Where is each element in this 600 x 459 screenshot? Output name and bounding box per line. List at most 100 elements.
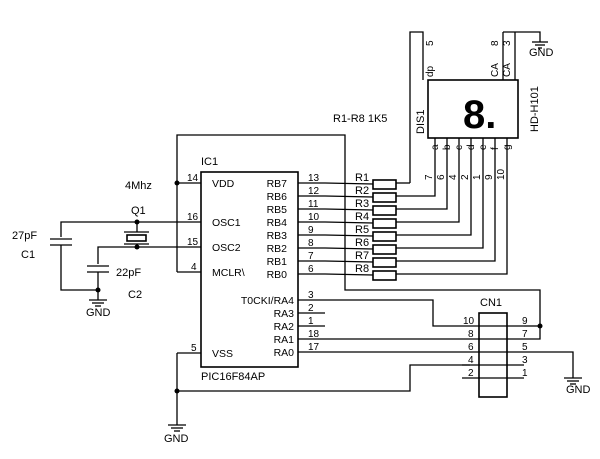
c2-value: 22pF [116,267,141,279]
seg-pin-7: 7 [424,174,435,180]
vss-gnd-net [168,353,470,432]
crystal-freq: 4Mhz [125,180,152,192]
ic1-body [200,171,299,368]
pin-num-13: 13 [308,173,320,184]
pin-label-ra0: RA0 [274,347,295,359]
pin-num-18: 18 [308,329,320,340]
cn-pin-3: 3 [522,355,528,366]
display-segment-wires [396,138,508,275]
pin-num-12: 12 [308,186,320,197]
ca-label-1: CA [490,63,501,77]
display-segment-labels: a b c d e f g [430,144,513,150]
ic1-right-pins: RB7 13 RB6 12 RB5 11 RB4 10 RB3 9 RB2 8 … [241,173,325,359]
pin-label-vss: VSS [212,348,233,360]
seg-pin-2: 2 [460,174,471,180]
pin-label-ra1: RA1 [274,334,295,346]
pin-label-rb5: RB5 [267,204,288,216]
pin-num-16: 16 [187,212,199,223]
gnd-label-left: GND [86,307,111,319]
vdd-mclr-net [174,134,541,326]
pin-label-rb1: RB1 [267,256,288,268]
display-top-wires [396,31,548,184]
r4-label: R4 [355,211,369,223]
seg-pin-6: 6 [436,174,447,180]
ca-label-2: CA [502,63,513,77]
r7-label: R7 [355,250,369,262]
pin-num-14: 14 [187,173,199,184]
connector-nets [325,299,582,385]
r5-label: R5 [355,224,369,236]
cn-pin-1: 1 [522,368,528,379]
ca-pin-8: 8 [490,40,501,46]
display-body [427,79,519,139]
r2-label: R2 [355,185,369,197]
gnd-label-top: GND [529,47,554,59]
dp-label: dp [425,65,436,77]
pin-num-15: 15 [187,237,199,248]
cn-pin-4: 4 [468,355,474,366]
pin-label-vdd: VDD [212,178,235,190]
c1-ref: C1 [21,249,35,261]
display-part: HD-H101 [529,86,541,132]
pin-num-3: 3 [308,290,314,301]
gnd-label-right: GND [566,384,591,396]
capacitor-c1 [50,238,98,291]
pin-num-7: 7 [308,251,314,262]
cn-pin-10: 10 [463,316,475,327]
cn-pin-6: 6 [468,342,474,353]
c2-ref: C2 [128,289,142,301]
cn-pin-5: 5 [522,342,528,353]
ca-pin-3: 3 [502,40,513,46]
connector-body [478,312,508,398]
segment-b: b [442,144,453,150]
segment-c: c [454,145,465,150]
pin-label-mclr: MCLR\ [212,267,245,279]
pin-label-osc2: OSC2 [212,242,241,254]
c1-value: 27pF [12,230,37,242]
pin-label-rb0: RB0 [267,269,288,281]
cn-pin-8: 8 [468,329,474,340]
display-digit: 8. [463,93,496,137]
pin-num-1: 1 [308,316,314,327]
pin-num-2: 2 [308,303,314,314]
crystal-ref: Q1 [131,205,146,217]
gnd-symbol-left [89,299,107,307]
r3-label: R3 [355,198,369,210]
pin-label-rb6: RB6 [267,191,288,203]
capacitor-c2 [87,265,109,300]
cn-pin-9: 9 [522,316,528,327]
seg-pin-4: 4 [448,174,459,180]
connector-pin-labels: 10 8 6 4 2 9 7 5 3 1 [463,316,528,379]
ic1-left-pins: VDD 14 OSC1 16 OSC2 15 MCLR\ 4 VSS 5 [177,173,245,360]
pin-label-rb2: RB2 [267,243,288,255]
segment-a: a [430,144,441,150]
resistor-note: R1-R8 1K5 [333,113,387,125]
pin-num-8: 8 [308,238,314,249]
r8-label: R8 [355,263,369,275]
pin-num-6: 6 [308,264,314,275]
pin-label-rb4: RB4 [267,217,288,229]
r6-label: R6 [355,237,369,249]
pin-label-t0cki-ra4: T0CKI/RA4 [241,295,294,307]
connector-pin-lines [462,325,524,379]
display-ref: DIS1 [415,110,427,134]
segment-e: e [478,144,489,150]
dp-pin: 5 [425,40,436,46]
display-segment-pins: 7 6 4 2 1 9 10 [424,168,507,180]
gnd-label-bottom: GND [164,433,189,445]
cn-pin-2: 2 [468,368,474,379]
segment-d: d [466,144,477,150]
pin-num-17: 17 [308,342,320,353]
seg-pin-10: 10 [496,168,507,180]
pin-num-5: 5 [191,343,197,354]
seg-pin-9: 9 [484,174,495,180]
pin-num-4: 4 [191,262,197,273]
crystal-q1 [124,222,149,247]
resistor-array [324,179,397,281]
segment-g: g [502,144,513,150]
pin-label-rb3: RB3 [267,230,288,242]
pin-label-ra2: RA2 [274,321,295,333]
pin-label-osc1: OSC1 [212,217,241,229]
pin-num-11: 11 [308,199,319,210]
